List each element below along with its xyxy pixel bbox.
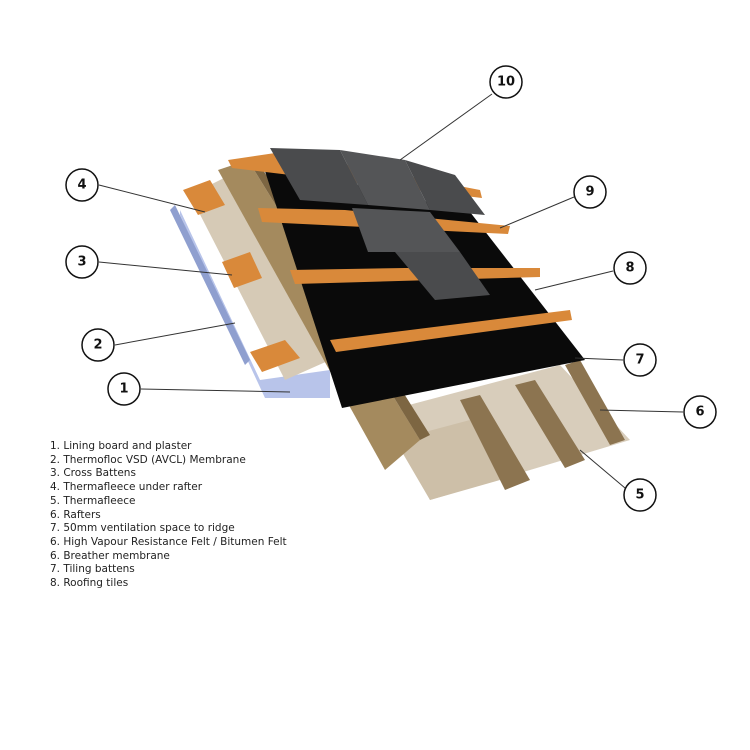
rafter <box>460 395 530 490</box>
callout-9: 9 <box>573 175 607 209</box>
svg-text:5: 5 <box>635 488 644 503</box>
roofing-tile <box>270 148 368 205</box>
rafter <box>565 360 625 445</box>
svg-text:9: 9 <box>585 185 594 200</box>
callout-1: 1 <box>107 372 141 406</box>
callout-10: 10 <box>489 65 523 99</box>
svg-text:2: 2 <box>93 338 102 353</box>
rafter <box>515 380 585 468</box>
legend-item: 3. Cross Battens <box>50 467 136 480</box>
roofing-tile <box>352 208 460 252</box>
legend-item: 8. Roofing tiles <box>50 577 129 590</box>
svg-text:7: 7 <box>635 353 644 368</box>
legend-item: 6. Rafters <box>50 508 101 521</box>
legend-item: 7. Tiling battens <box>50 563 135 576</box>
cross-batten <box>250 340 300 372</box>
callout-6: 6 <box>683 395 717 429</box>
legend-item: 7. 50mm ventilation space to ridge <box>50 522 235 535</box>
callout-5: 5 <box>623 478 657 512</box>
roofing-tile <box>405 160 485 215</box>
svg-text:10: 10 <box>497 75 515 90</box>
cross-batten <box>222 252 262 288</box>
cross-batten <box>183 180 225 215</box>
legend-item: 6. High Vapour Resistance Felt / Bitumen… <box>50 535 287 548</box>
avcl-membrane <box>170 205 250 365</box>
callout-2: 2 <box>81 328 115 362</box>
tiling-batten <box>330 310 572 352</box>
legend-item: 4. Thermafleece under rafter <box>50 481 203 494</box>
leader-lines <box>98 93 684 489</box>
roofing-tile <box>395 252 490 300</box>
legend-item: 5. Thermafleece <box>50 494 136 507</box>
callout-7: 7 <box>623 343 657 377</box>
legend: 1. Lining board and plaster 2. Thermoflo… <box>50 440 287 591</box>
svg-text:6: 6 <box>695 405 704 420</box>
callout-8: 8 <box>613 251 647 285</box>
svg-text:8: 8 <box>625 261 634 276</box>
lining-board <box>180 210 330 398</box>
thermafleece-face <box>395 420 500 500</box>
legend-item: 1. Lining board and plaster <box>50 440 192 452</box>
legend-item: 6. Breather membrane <box>50 549 170 562</box>
svg-text:3: 3 <box>77 255 86 270</box>
svg-text:4: 4 <box>77 178 86 193</box>
legend-item: 2. Thermofloc VSD (AVCL) Membrane <box>50 453 246 466</box>
callout-3: 3 <box>65 245 99 279</box>
callout-4: 4 <box>65 168 99 202</box>
svg-text:1: 1 <box>119 382 128 397</box>
